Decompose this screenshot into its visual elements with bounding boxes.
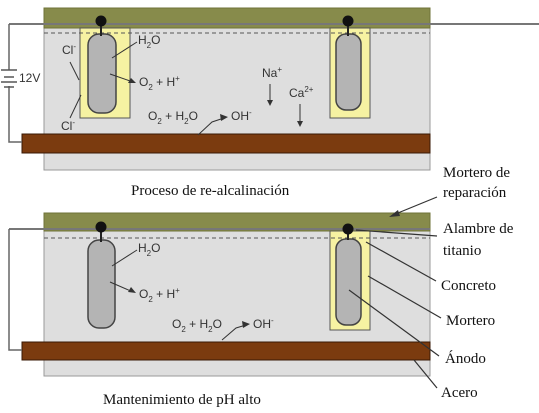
- top-reaction-arrowhead: [220, 114, 228, 121]
- leader-titanium-wire: [355, 229, 438, 237]
- top-caption: Proceso de re-alcalinación: [131, 183, 290, 199]
- bottom-anode-left: [87, 239, 116, 329]
- top-hydroxide: OH-: [231, 108, 252, 123]
- callout-labels: Mortero de reparación Alambre de titanio…: [348, 165, 517, 401]
- bottom-panel: H2O O2 + H+ O2 + H2O OH-: [8, 212, 431, 377]
- bottom-reaction-arrowhead: [242, 321, 250, 328]
- top-reaction-arrow: [197, 117, 225, 136]
- bottom-caption: Mantenimiento de pH alto: [103, 392, 261, 408]
- top-water: H2O: [138, 33, 160, 50]
- leader-concrete: [365, 241, 437, 282]
- leader-repair-mortar-head: [389, 210, 400, 217]
- top-chloride-arrow-1: [69, 61, 80, 81]
- label-repair-mortar: Mortero de reparación: [443, 165, 514, 201]
- top-panel: 12V Cl- Cl- H2O O2 + H+ O2 + H2O OH- Na+…: [1, 7, 539, 171]
- label-steel: Acero: [441, 385, 478, 401]
- top-chloride-arrow-2: [69, 94, 82, 119]
- bottom-anode-right: [335, 238, 362, 326]
- top-calcium: Ca2+: [289, 85, 314, 100]
- bottom-reaction-arrow: [221, 324, 247, 341]
- label-titanium-wire: Alambre de titanio: [443, 221, 517, 259]
- label-concrete: Concreto: [441, 278, 496, 294]
- top-product-arrow: [109, 73, 134, 83]
- top-steel-bar: [21, 133, 431, 154]
- top-anode-left: [87, 33, 117, 114]
- top-anode-right: [335, 33, 362, 111]
- top-reaction-left: O2 + H2O: [148, 109, 198, 126]
- top-sodium-arrowhead: [267, 100, 273, 106]
- leader-steel: [413, 359, 438, 389]
- top-product-arrowhead: [128, 78, 136, 83]
- bottom-reaction-left: O2 + H2O: [172, 317, 222, 334]
- top-water-arrow: [111, 41, 138, 59]
- bottom-water: H2O: [138, 241, 160, 258]
- top-chloride-2: Cl-: [61, 118, 75, 133]
- top-chloride-1: Cl-: [62, 42, 76, 57]
- top-calcium-arrowhead: [297, 121, 303, 127]
- bottom-steel-bar: [21, 341, 431, 361]
- bottom-external-circuit: [8, 229, 22, 351]
- bottom-oxygen-proton: O2 + H+: [139, 286, 180, 304]
- label-anode: Ánodo: [445, 350, 486, 367]
- leader-repair-mortar: [392, 196, 438, 216]
- battery-voltage: 12V: [19, 71, 40, 85]
- label-mortar: Mortero: [446, 313, 495, 329]
- top-node-right: [342, 15, 354, 27]
- bottom-node-right: [342, 223, 354, 235]
- leader-mortar: [367, 275, 442, 319]
- top-sodium: Na+: [262, 65, 282, 80]
- leader-anode: [348, 289, 440, 357]
- top-oxygen-proton: O2 + H+: [139, 74, 180, 92]
- bottom-product-arrowhead: [128, 287, 136, 293]
- bottom-hydroxide: OH-: [253, 316, 274, 331]
- top-external-circuit: [8, 24, 22, 143]
- top-node-left: [95, 15, 107, 27]
- bottom-node-left: [95, 221, 107, 233]
- bottom-water-arrow: [111, 249, 138, 267]
